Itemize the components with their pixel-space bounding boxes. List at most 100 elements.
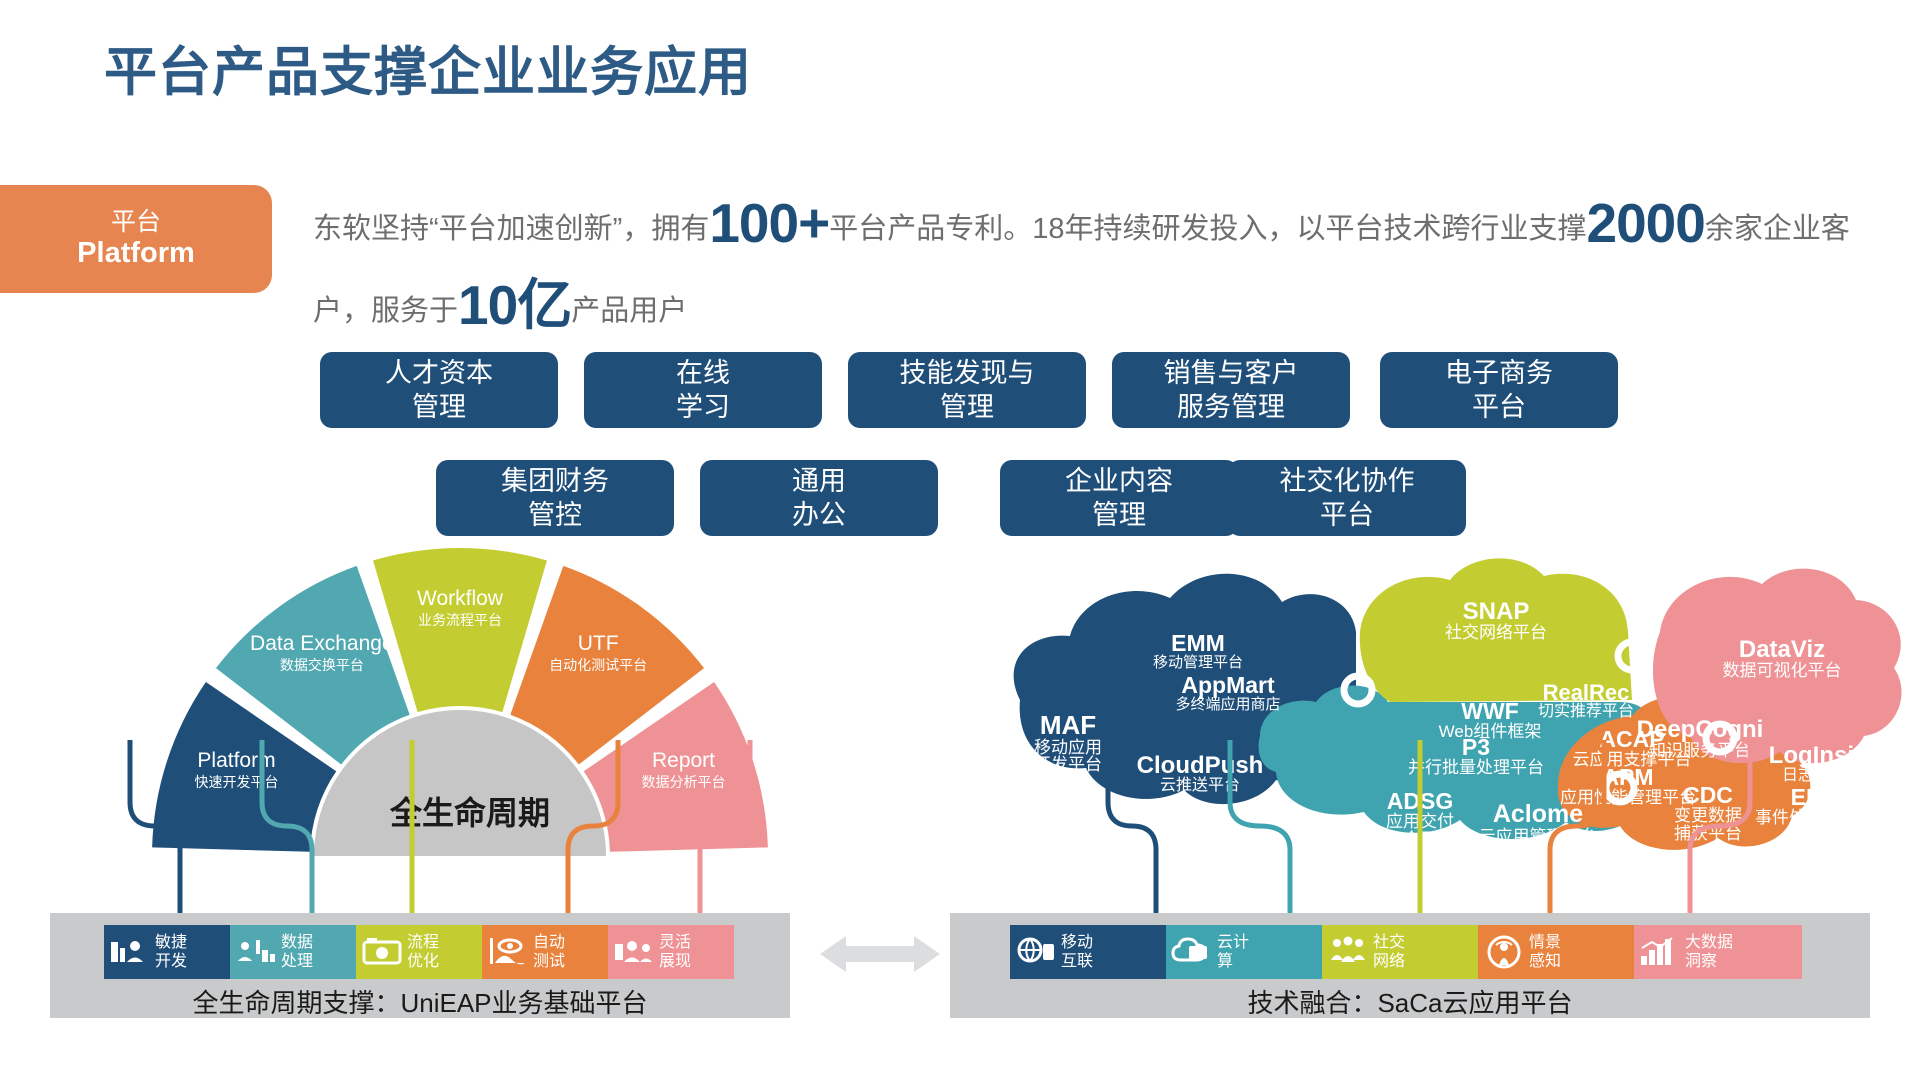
left-bottom-strip: 敏捷开发数据处理流程优化自动测试灵活展现 全生命周期支撑：UniEAP业务基础平…: [50, 913, 790, 1018]
left-connector-0: [127, 740, 183, 915]
left-tile-4[interactable]: 灵活展现: [608, 925, 734, 979]
app-box-line2: 平台: [1320, 500, 1374, 530]
intro-paragraph: 东软坚持“平台加速创新”，拥有100+平台产品专利。18年持续研发投入，以平台技…: [313, 185, 1873, 349]
paragraph-seg2: 平台产品专利。18年持续研发投入，以平台: [829, 213, 1384, 245]
tile-line1: 社交: [1373, 934, 1406, 951]
app-box-line2: 管理: [940, 392, 994, 422]
app-box-line2: 管理: [1092, 500, 1146, 530]
fan-label-cn: 数据交换平台: [279, 656, 364, 673]
fan-segment-4[interactable]: [583, 681, 768, 852]
app-box-row2-1[interactable]: 通用办公: [700, 460, 938, 536]
fan-segment-1[interactable]: [215, 565, 410, 765]
left-tile-3[interactable]: 自动测试: [482, 925, 608, 979]
app-box-row1-2[interactable]: 技能发现与管理: [848, 352, 1086, 428]
left-tile-label: 数据处理: [281, 933, 313, 971]
left-tile-label: 自动测试: [533, 933, 565, 971]
cloud-item-name: RealRec: [1542, 682, 1630, 705]
cloud-region-bigdata[interactable]: [1652, 568, 1902, 764]
left-tile-1[interactable]: 数据处理: [230, 925, 356, 979]
app-box-row2-2[interactable]: 企业内容管理: [1000, 460, 1238, 536]
paragraph-seg4: 余家企业客户，服务于: [313, 213, 1850, 327]
tile-line2: 互联: [1061, 953, 1094, 970]
right-tile-label: 情景感知: [1529, 933, 1561, 971]
tile-line1: 大数据: [1685, 934, 1734, 951]
left-tile-2[interactable]: 流程优化: [356, 925, 482, 979]
tile-line1: 云计: [1217, 934, 1250, 951]
social-network-icon: [1331, 936, 1365, 962]
app-box-row2-0[interactable]: 集团财务管控: [436, 460, 674, 536]
app-box-row1-4[interactable]: 电子商务平台: [1380, 352, 1618, 428]
cloud-item-desc: 移动管理平台: [1152, 654, 1243, 672]
stat-customers: 2000: [1586, 192, 1706, 254]
left-connector-1: [259, 740, 315, 915]
fan-label-en: Data Exchange: [250, 631, 394, 655]
right-tile-label: 社交网络: [1373, 933, 1405, 971]
app-box-line1: 销售与客户: [1163, 358, 1299, 388]
app-box-line1: 集团财务: [501, 466, 609, 496]
tile-line2: 网络: [1373, 953, 1406, 970]
fan-label-en: Workflow: [417, 587, 503, 610]
app-box-line1: 电子商务: [1445, 358, 1553, 388]
fan-segment-2[interactable]: [373, 548, 547, 713]
left-connector-lines: [127, 740, 753, 915]
tile-line2: 洞察: [1685, 953, 1718, 970]
right-bottom-strip: 移动互联 云计算 社交网络 情景感知 大数据洞察 技术融合：SaCa云应用平台: [950, 913, 1870, 1018]
right-tile-label: 移动互联: [1061, 933, 1093, 971]
app-box-line2: 服务管理: [1177, 392, 1285, 422]
cloud-knob-3: [1702, 720, 1738, 756]
right-strip-caption: 技术融合：SaCa云应用平台: [1247, 988, 1573, 1018]
tile-line2: 算: [1217, 953, 1234, 970]
app-box-line1: 企业内容: [1065, 466, 1173, 496]
left-tile-label: 灵活展现: [659, 933, 691, 971]
left-tile-label: 流程优化: [407, 933, 439, 971]
cloud-item-name: DataViz: [1738, 638, 1826, 663]
tile-line2: 优化: [407, 953, 440, 970]
bidirectional-arrow-icon: [820, 936, 940, 972]
left-tile-0[interactable]: 敏捷开发: [104, 925, 230, 979]
app-box-line2: 平台: [1472, 392, 1526, 422]
cloud-region-social[interactable]: [1359, 558, 1632, 702]
cloud-item-name: MAF: [1039, 712, 1097, 740]
left-tile-label: 敏捷开发: [155, 933, 187, 971]
cloud-item-desc: 多终端应用商店: [1175, 696, 1281, 714]
platform-badge: 平台 Platform: [0, 185, 272, 293]
fan-segment-0[interactable]: [152, 681, 337, 852]
right-tile-2[interactable]: 社交网络: [1322, 925, 1478, 979]
data-process-icon: [238, 940, 275, 962]
right-connector-0: [1105, 740, 1159, 915]
fan-segment-3[interactable]: [510, 565, 705, 765]
app-box-line2: 管理: [412, 392, 466, 422]
app-box-row1-3[interactable]: 销售与客户服务管理: [1112, 352, 1350, 428]
right-tile-row: 移动互联 云计算 社交网络 情景感知 大数据洞察: [1010, 925, 1802, 979]
cloud-item-desc: 社交网络平台: [1445, 623, 1547, 643]
stat-patents: 100+: [709, 192, 830, 254]
right-connector-lines: [1105, 740, 1753, 915]
app-box-row1-0[interactable]: 人才资本管理: [320, 352, 558, 428]
tile-line2: 处理: [281, 953, 314, 970]
right-connector-4: [1687, 740, 1753, 915]
fan-label-en: UTF: [577, 631, 619, 655]
left-connector-3: [565, 740, 621, 915]
app-box-row1-1[interactable]: 在线学习: [584, 352, 822, 428]
right-tile-4[interactable]: 大数据洞察: [1634, 925, 1802, 979]
right-tile-3[interactable]: 情景感知: [1478, 925, 1634, 979]
app-box-row2-3[interactable]: 社交化协作平台: [1228, 460, 1466, 536]
app-box-line1: 技能发现与: [899, 358, 1035, 388]
right-tile-label: 大数据洞察: [1685, 933, 1733, 971]
auto-test-icon: [490, 938, 525, 965]
cloud-item-name: SNAP: [1462, 600, 1530, 625]
right-tile-label: 云计算: [1217, 933, 1249, 971]
paragraph-seg1: 东软坚持“平台加速创新”，拥有: [313, 213, 710, 245]
left-tile-row: 敏捷开发 数据处理 流程优化 自动测试 灵活展现: [104, 925, 734, 979]
right-tile-1[interactable]: 云计算: [1166, 925, 1322, 979]
right-tile-0[interactable]: 移动互联: [1010, 925, 1166, 979]
app-box-line2: 学习: [676, 392, 730, 422]
cloud-knob-0: [1340, 672, 1376, 708]
cloud-item-name: AppMart: [1181, 674, 1275, 698]
